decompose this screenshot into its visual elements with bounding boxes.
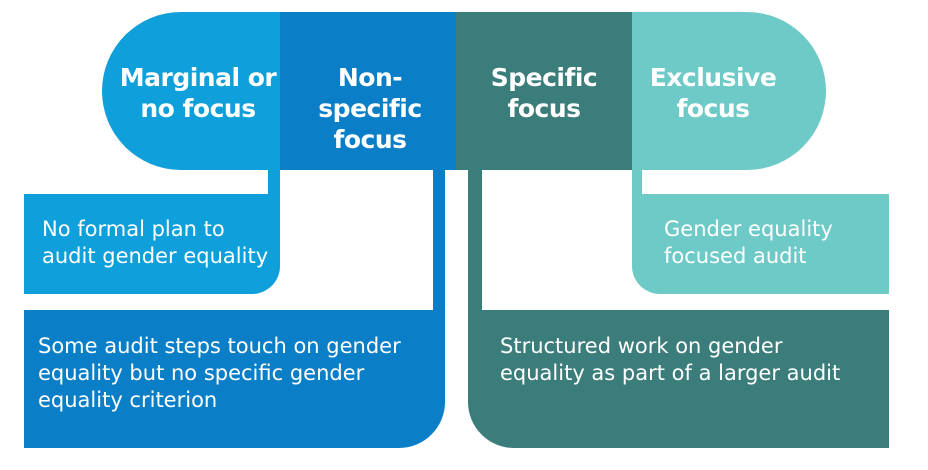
specific-focus-label: Specific focus	[490, 63, 598, 123]
exclusive-description: Gender equality focused audit	[664, 217, 833, 268]
non-specific-focus-label: Non-specific focus	[318, 63, 422, 154]
exclusive-focus-label: Exclusive focus	[649, 63, 777, 123]
exclusive-connector	[632, 168, 642, 194]
marginal-focus-segment	[102, 12, 302, 170]
exclusive-description-box	[632, 194, 889, 294]
specific-focus-segment	[456, 12, 634, 170]
specific-description: Structured work on gender equality as pa…	[500, 334, 841, 385]
non-specific-connector	[433, 168, 445, 310]
non-specific-description: Some audit steps touch on gender equalit…	[38, 334, 401, 412]
marginal-description-box	[24, 194, 280, 294]
non-specific-focus-segment	[280, 12, 458, 170]
specific-description-box	[468, 310, 889, 448]
marginal-focus-label: Marginal or no focus	[119, 63, 277, 123]
marginal-connector	[268, 168, 280, 194]
non-specific-description-box	[24, 310, 445, 448]
specific-connector	[468, 168, 482, 310]
exclusive-focus-segment	[632, 12, 826, 170]
marginal-description: No formal plan to audit gender equality	[42, 217, 269, 268]
